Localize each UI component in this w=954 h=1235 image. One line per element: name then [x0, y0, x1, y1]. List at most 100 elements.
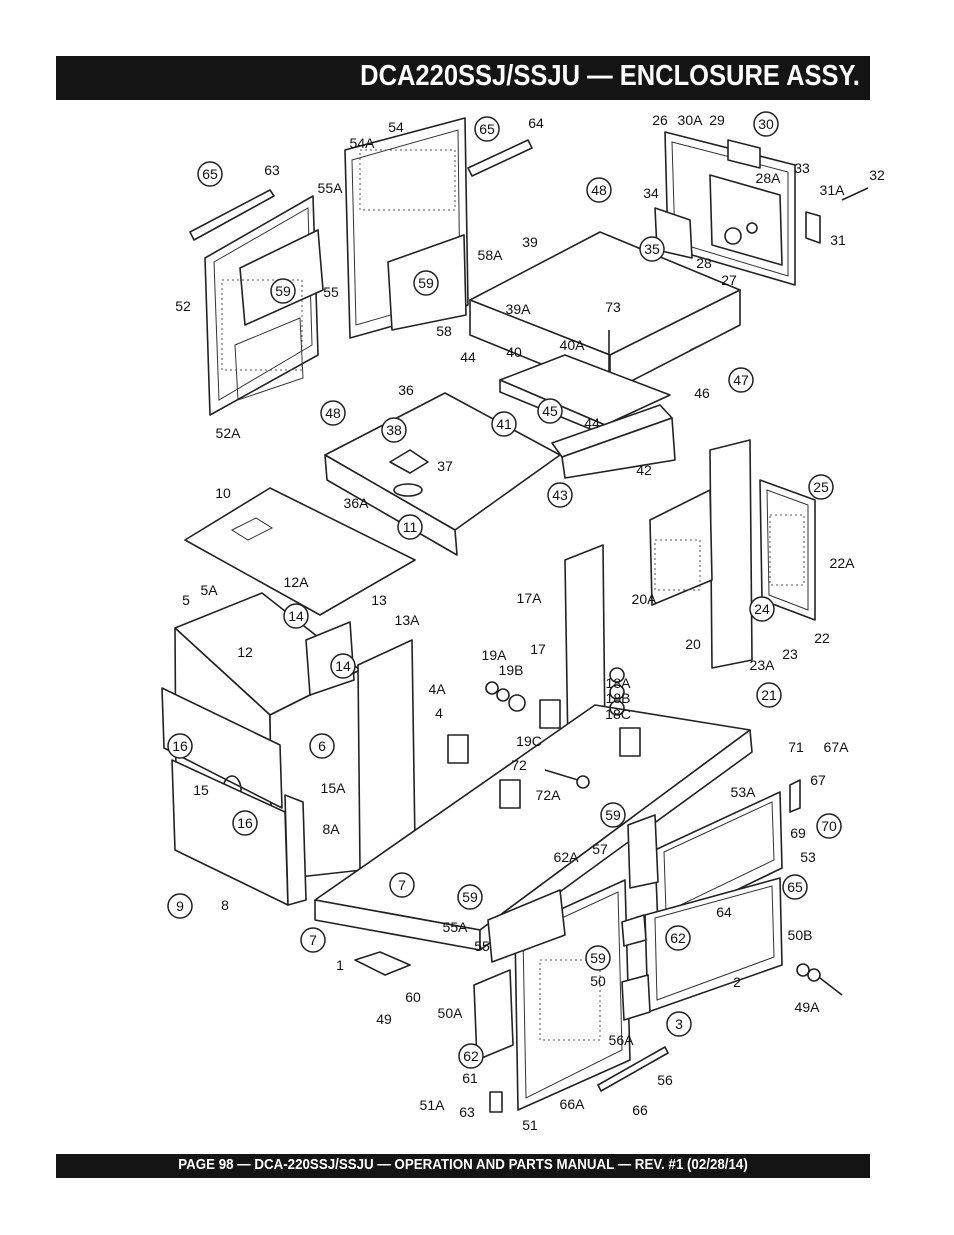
- callout-64: 64: [716, 904, 732, 920]
- callout-label: 36A: [344, 495, 370, 511]
- callout-73: 73: [605, 299, 621, 315]
- callout-55A: 55A: [443, 919, 469, 935]
- callout-label: 18B: [606, 690, 631, 706]
- callout-label: 62A: [554, 849, 580, 865]
- footer-text: PAGE 98 — DCA-220SSJ/SSJU — OPERATION AN…: [178, 1157, 748, 1173]
- callout-1: 1: [336, 957, 344, 973]
- callout-bubble: [586, 177, 612, 203]
- callout-bubble: [808, 474, 834, 500]
- callout-label: 39A: [506, 301, 532, 317]
- callout-label: 66A: [560, 1096, 586, 1112]
- callout-3: 3: [666, 1011, 692, 1037]
- callout-label: 38: [386, 422, 402, 438]
- callout-label: 16: [237, 815, 253, 831]
- callout-label: 17: [530, 641, 546, 657]
- callout-35: 35: [639, 236, 665, 262]
- callout-label: 62: [670, 930, 686, 946]
- callout-9: 9: [167, 893, 193, 919]
- callout-56A: 56A: [609, 1032, 635, 1048]
- callout-50: 50: [590, 973, 606, 989]
- callout-label: 65: [202, 166, 218, 182]
- callout-label: 22: [814, 630, 830, 646]
- callout-54A: 54A: [350, 135, 376, 151]
- callout-62: 62: [458, 1043, 484, 1069]
- callout-65: 65: [474, 116, 500, 142]
- callout-label: 57: [592, 841, 608, 857]
- callout-label: 65: [479, 121, 495, 137]
- callout-label: 55A: [318, 180, 344, 196]
- callout-label: 7: [398, 877, 406, 893]
- callout-56: 56: [657, 1072, 673, 1088]
- callout-bubble: [491, 411, 517, 437]
- callout-label: 21: [761, 687, 777, 703]
- callout-label: 6: [318, 738, 326, 754]
- callout-label: 39: [522, 234, 538, 250]
- callout-label: 49: [376, 1011, 392, 1027]
- callout-14: 14: [330, 653, 356, 679]
- callout-24: 24: [749, 596, 775, 622]
- callout-bubble: [397, 514, 423, 540]
- callout-label: 59: [605, 807, 621, 823]
- callout-label: 55: [323, 284, 339, 300]
- callout-53: 53: [800, 849, 816, 865]
- callout-label: 51A: [420, 1097, 446, 1113]
- callout-bubble: [330, 653, 356, 679]
- callout-label: 25: [813, 479, 829, 495]
- callout-label: 4A: [428, 681, 446, 697]
- callout-65: 65: [782, 874, 808, 900]
- callout-bubble: [756, 682, 782, 708]
- callout-49: 49: [376, 1011, 392, 1027]
- callout-47: 47: [728, 367, 754, 393]
- callout-33: 33: [794, 160, 810, 176]
- callout-15: 15: [193, 782, 209, 798]
- callout-label: 18C: [605, 706, 631, 722]
- callout-36: 36: [398, 382, 414, 398]
- callout-label: 20A: [632, 591, 658, 607]
- callout-62A: 62A: [554, 849, 580, 865]
- callout-19A: 19A: [482, 647, 508, 663]
- callout-61: 61: [462, 1070, 478, 1086]
- callout-label: 19C: [516, 733, 542, 749]
- callout-label: 9: [176, 898, 184, 914]
- callout-18C: 18C: [605, 706, 631, 722]
- callout-bubble: [474, 116, 500, 142]
- callout-4: 4: [435, 705, 443, 721]
- callout-label: 62: [463, 1048, 479, 1064]
- callout-62: 62: [665, 925, 691, 951]
- callout-55A: 55A: [318, 180, 344, 196]
- callout-label: 2: [733, 974, 741, 990]
- callout-bubble: [749, 596, 775, 622]
- callout-label: 29: [709, 112, 725, 128]
- callout-label: 58A: [478, 247, 504, 263]
- callout-52: 52: [175, 298, 191, 314]
- callout-label: 59: [590, 950, 606, 966]
- callout-label: 44: [584, 415, 600, 431]
- callout-8: 8: [221, 897, 229, 913]
- callout-label: 40A: [560, 337, 586, 353]
- callout-label: 63: [264, 162, 280, 178]
- callout-label: 30: [758, 116, 774, 132]
- callout-bubble: [585, 945, 611, 971]
- callout-label: 14: [288, 608, 304, 624]
- callout-43: 43: [547, 482, 573, 508]
- callout-6: 6: [309, 733, 335, 759]
- callout-45: 45: [537, 398, 563, 424]
- callout-label: 5A: [200, 582, 218, 598]
- callout-label: 72A: [536, 787, 562, 803]
- callout-46: 46: [694, 385, 710, 401]
- callout-22: 22: [814, 630, 830, 646]
- callout-label: 55: [474, 938, 490, 954]
- callout-label: 33: [794, 160, 810, 176]
- callout-label: 36: [398, 382, 414, 398]
- callout-label: 31A: [820, 182, 846, 198]
- callout-label: 42: [636, 462, 652, 478]
- callout-20: 20: [685, 636, 701, 652]
- callout-71: 71: [788, 739, 804, 755]
- callout-label: 46: [694, 385, 710, 401]
- callout-42: 42: [636, 462, 652, 478]
- callout-bubble: [457, 884, 483, 910]
- callout-label: 7: [309, 932, 317, 948]
- footer-bar: PAGE 98 — DCA-220SSJ/SSJU — OPERATION AN…: [56, 1154, 870, 1178]
- callout-69: 69: [790, 825, 806, 841]
- callout-label: 56: [657, 1072, 673, 1088]
